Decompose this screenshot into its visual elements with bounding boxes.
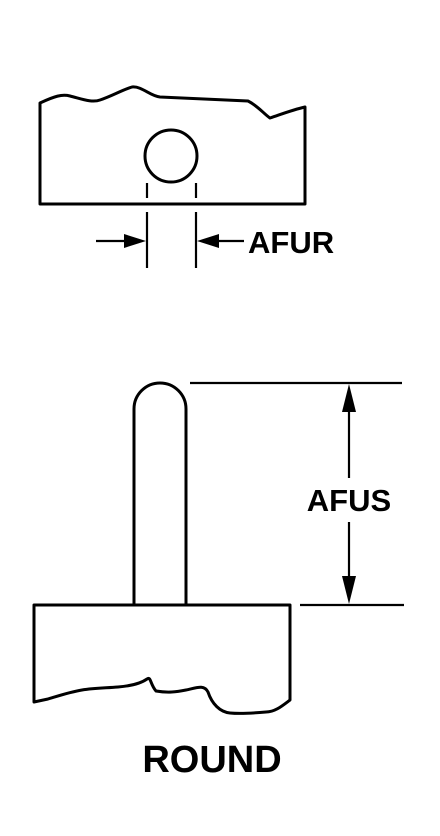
side-view-base-block — [32, 603, 292, 715]
shape-caption: ROUND — [142, 739, 281, 781]
afus-dimension-arrows — [342, 384, 356, 604]
pin-profile — [132, 381, 188, 607]
afur-label: AFUR — [248, 225, 334, 260]
top-view: AFUR — [38, 85, 334, 268]
pin-circle — [143, 128, 199, 184]
afur-dimension-arrows — [96, 234, 244, 248]
side-view: AFUS — [32, 381, 404, 715]
top-view-base-block — [38, 85, 307, 206]
afus-label: AFUS — [307, 483, 391, 518]
